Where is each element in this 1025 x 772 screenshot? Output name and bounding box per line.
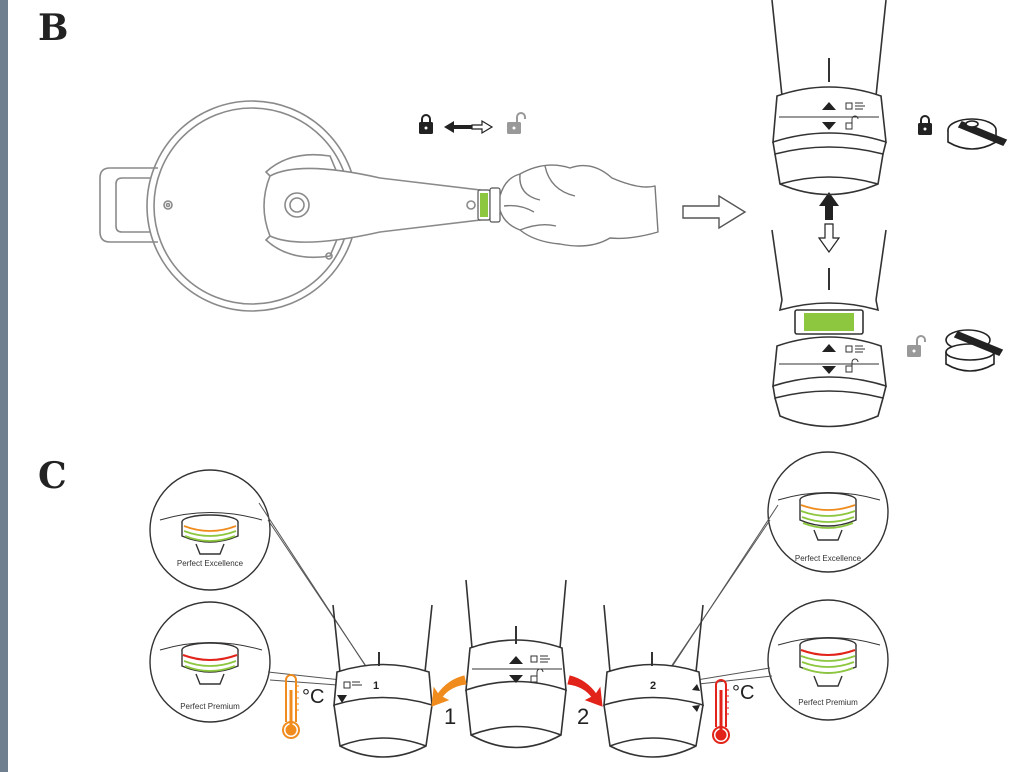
magnifier-caption-right-bottom: Perfect Premium: [798, 698, 858, 707]
magnifier-caption-left-bottom: Perfect Premium: [180, 702, 240, 711]
setting-number-right: 2: [577, 704, 590, 729]
pressure-cooker-top-view: [99, 100, 481, 312]
dial-center: [465, 579, 567, 749]
curved-arrow-orange-icon: [431, 675, 467, 707]
handle-dial: [477, 187, 501, 223]
curved-arrow-red-icon: [567, 675, 603, 707]
dial-closeup-unlocked: [771, 229, 887, 428]
lock-open-icon: [906, 335, 926, 358]
hollow-arrow-right-icon: [682, 194, 747, 230]
thermometer-red-icon: [712, 679, 730, 744]
hand-illustration: [499, 164, 659, 247]
page-edge-bar: [0, 0, 8, 772]
magnifier-caption-left-top: Perfect Excellence: [176, 559, 244, 568]
dial-setting-1: [332, 604, 433, 758]
magnifier-left-bottom: [149, 601, 271, 723]
dial-closeup-locked: [771, 0, 887, 196]
dial-number-left: 1: [373, 680, 380, 692]
magnifier-left-top: [149, 469, 271, 591]
celsius-label-right: °C: [732, 682, 755, 704]
celsius-label-left: °C: [302, 686, 325, 708]
thermometer-orange-icon: [282, 674, 300, 739]
setting-number-left: 1: [444, 704, 457, 729]
lock-toggle-icons: [418, 112, 526, 135]
lock-closed-icon: [917, 115, 933, 136]
pressure-cooker-icon-open: [945, 329, 1004, 372]
vertical-double-arrow-icon: [817, 192, 841, 254]
section-label-c: C: [38, 455, 67, 497]
section-label-b: B: [38, 7, 69, 49]
magnifier-caption-right-top: Perfect Excellence: [794, 554, 862, 563]
dial-setting-2: [603, 604, 704, 758]
magnifier-right-bottom: [767, 599, 889, 721]
pressure-cooker-icon-locked: [947, 118, 1008, 150]
dial-number-right: 2: [650, 680, 657, 692]
magnifier-right-top: [767, 451, 889, 573]
